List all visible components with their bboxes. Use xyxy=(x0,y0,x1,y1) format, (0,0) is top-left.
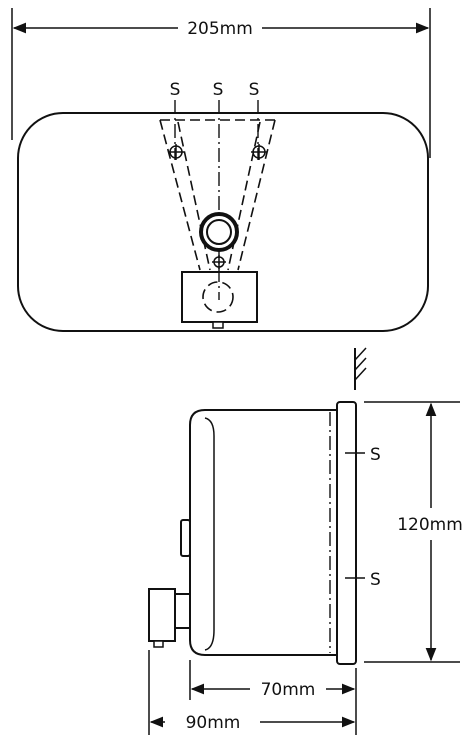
pump-housing xyxy=(181,271,258,329)
depth-body-label: 70mm xyxy=(261,680,316,700)
screw-label-center: S xyxy=(213,80,224,100)
screw-label-upper: S xyxy=(370,445,381,465)
push-button xyxy=(180,519,191,557)
height-label: 120mm xyxy=(397,515,463,535)
screw-hole-bottom xyxy=(212,255,226,269)
side-view: S S 120mm 70mm 90mm xyxy=(148,347,463,735)
filler-cap xyxy=(199,212,239,252)
screw-label-lower: S xyxy=(370,570,381,590)
pump-nozzle-side xyxy=(153,640,164,648)
pump-hidden-circle xyxy=(202,281,234,313)
dispenser-side-body xyxy=(189,409,337,656)
pump-nozzle xyxy=(212,321,224,329)
pump-block xyxy=(148,588,176,642)
wall-hatch xyxy=(354,347,367,390)
width-label: 205mm xyxy=(187,19,253,39)
screw-label-right: S xyxy=(249,80,260,100)
pump-connector xyxy=(174,593,191,629)
screw-label-left: S xyxy=(170,80,181,100)
screw-hole-right xyxy=(251,144,267,160)
depth-total-label: 90mm xyxy=(186,713,241,733)
dispenser-top-outline xyxy=(17,112,429,332)
back-plate xyxy=(336,401,357,665)
screw-hole-left xyxy=(168,144,184,160)
top-view: 205mm S S S xyxy=(11,8,431,332)
body-highlight xyxy=(204,417,215,651)
